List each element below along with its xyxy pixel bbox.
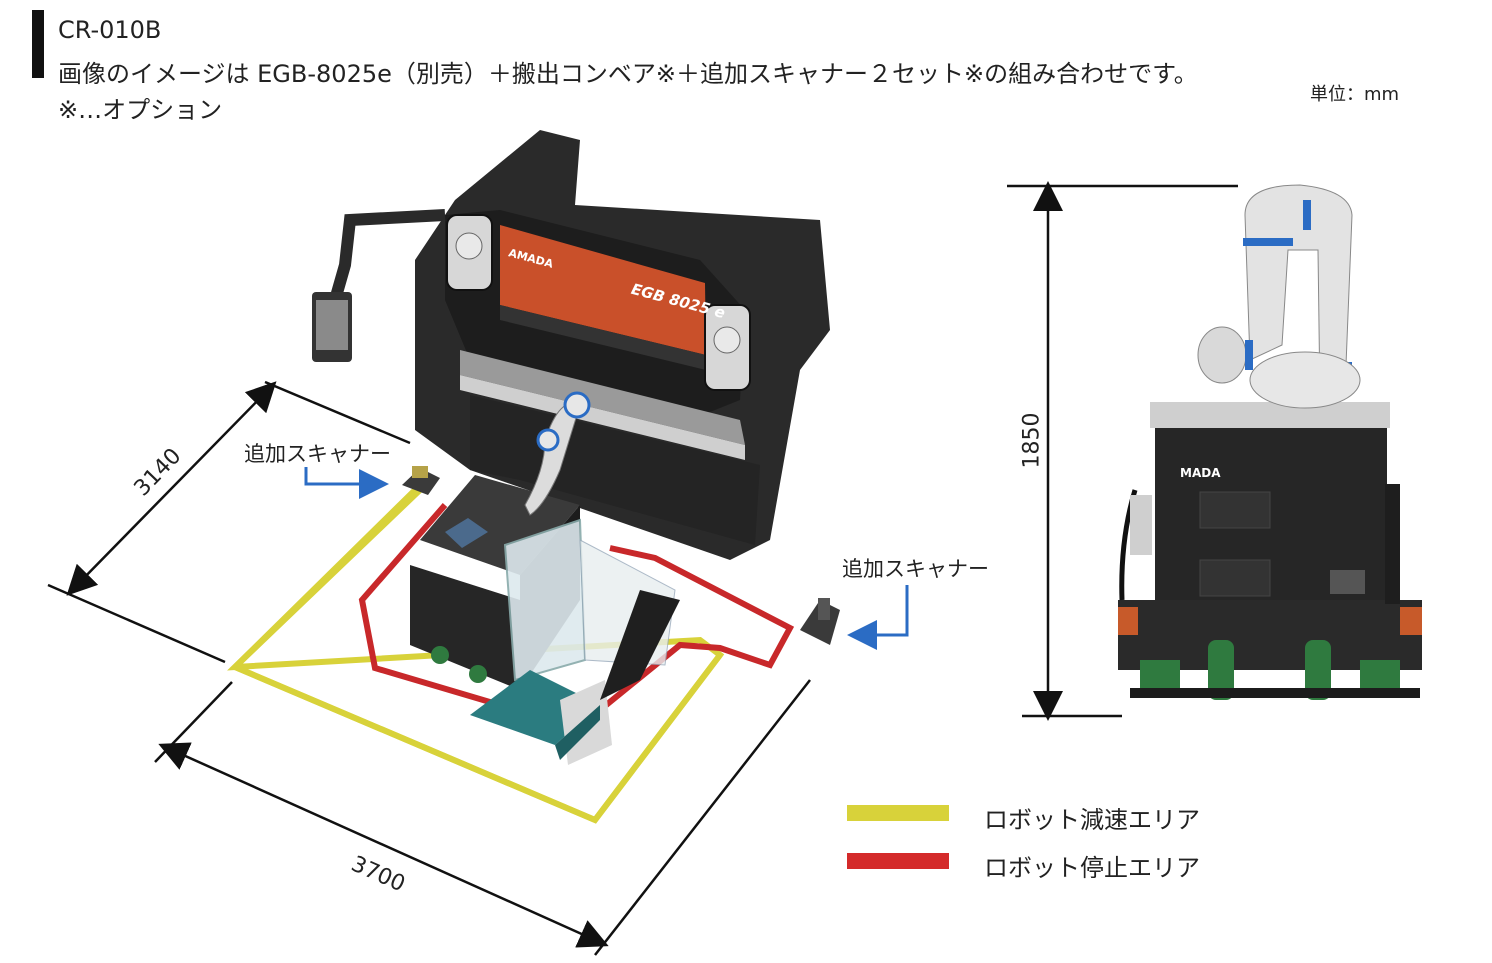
title-accent-bar	[32, 10, 44, 78]
legend-swatch-stop	[847, 853, 949, 869]
press-ram-panel	[500, 225, 706, 355]
model-title: CR-010B	[58, 16, 162, 44]
scanner-right-device	[800, 598, 840, 645]
robot-brand-text: MADA	[1180, 466, 1221, 480]
option-note: ※…オプション	[58, 96, 223, 124]
unit-label: 単位：mm	[1310, 84, 1400, 105]
press-brake	[312, 130, 830, 560]
legend-label-stop: ロボット停止エリア	[984, 854, 1200, 882]
scanner-right-arrow	[847, 585, 909, 650]
depth-dimension-line	[66, 381, 277, 596]
legend-swatch-slow	[847, 805, 949, 821]
scanner-left-label: 追加スキャナー	[244, 442, 391, 466]
height-dimension-value: 1850	[1019, 412, 1045, 469]
outfeed-conveyor	[470, 518, 680, 765]
legend-label-slow: ロボット減速エリア	[984, 806, 1200, 834]
robot-arm-iso	[524, 391, 591, 516]
description-text: 画像のイメージは EGB-8025e（別売）＋搬出コンベア※＋追加スキャナー２セ…	[58, 60, 1198, 88]
scanner-right-label: 追加スキャナー	[842, 557, 989, 581]
width-dimension-line	[158, 742, 609, 948]
stop-zone-outline	[358, 503, 795, 710]
scanner-left-arrow	[304, 467, 389, 499]
scanner-left-device	[402, 466, 440, 495]
robot-unit-side-view	[1118, 184, 1422, 700]
